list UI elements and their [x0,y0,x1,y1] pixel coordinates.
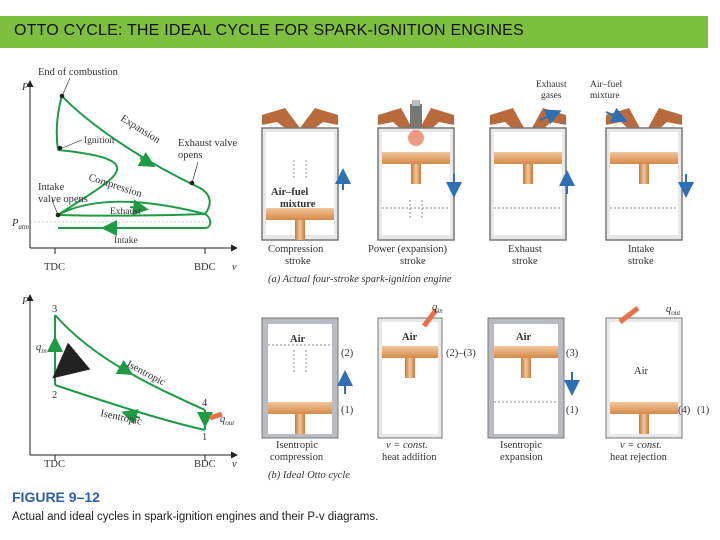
intake-label: Intake [114,236,138,246]
intake-valve-label-1: Intake [38,182,65,193]
q-out-arrow [209,411,223,421]
figure-number: FIGURE 9–12 [12,489,100,505]
ideal-bdc-label: BDC [194,459,216,470]
spark-icon [408,130,424,146]
point-1-label: 1 [202,432,207,443]
cylinder-compression: Air–fuel mixture [261,108,351,241]
svg-text:Exhaust: Exhaust [536,80,567,90]
p-axis-label: P [21,82,29,93]
title-bar [0,16,708,48]
svg-text:(1): (1) [566,405,579,416]
process-label-4a: v = const. [620,440,662,451]
cylinder-exhaust: Exhaust gases [489,80,575,241]
svg-text:mixture: mixture [590,91,620,101]
svg-text:Air: Air [516,332,532,343]
v-axis-label: v [232,262,237,273]
expansion-label: Expansion [118,113,162,146]
point-4-label: 4 [202,398,208,409]
actual-cycle-curve [55,94,211,217]
cylinder-isentropic-compression: Air (2) (1) [261,317,354,439]
stroke-label-exhaust-2: stroke [512,256,538,267]
figure-caption: Actual and ideal cycles in spark-ignitio… [12,511,378,523]
ideal-q-in-label: qin [36,342,47,355]
stroke-label-exhaust-1: Exhaust [508,244,542,255]
stroke-label-power-2: stroke [400,256,426,267]
svg-text:(1): (1) [341,405,354,416]
svg-text:(2): (2) [341,348,354,359]
stroke-label-compression-1: Compression [268,244,324,255]
ideal-engine-cylinders: Air (2) (1) Air qin (2)–(3) Air (3) (1) [261,302,710,481]
point-2-label: 2 [52,390,57,401]
stroke-label-power-1: Power (expansion) [368,244,448,255]
cylinder-power [377,100,462,241]
ideal-q-out-arrow [618,306,640,324]
actual-pv-diagram: P v TDC BDC Patm End of combustion Expan… [11,67,238,273]
ideal-engine-q-out: qout [666,304,681,317]
cylinder-heat-rejection: Air qout (4) (1) [605,304,710,439]
page-title: OTTO CYCLE: THE IDEAL CYCLE FOR SPARK-IG… [14,22,524,39]
svg-text:gases: gases [541,91,562,101]
point-3-label: 3 [52,304,57,315]
svg-text:(3): (3) [566,348,579,359]
process-label-2a: v = const. [386,440,428,451]
process-label-3b: expansion [500,452,543,463]
process-label-3a: Isentropic [500,440,542,451]
svg-text:Air: Air [290,334,306,345]
patm-label: Patm [11,218,29,231]
bdc-label: BDC [194,262,216,273]
svg-text:Air: Air [402,332,418,343]
exhaust-label: Exhaust [110,207,141,217]
svg-text:(4): (4) [678,405,691,416]
process-label-4b: heat rejection [610,452,668,463]
ideal-engine-q-in: qin [432,302,443,315]
process-label-1b: compression [270,452,324,463]
cylinder-heat-addition: Air qin (2)–(3) [377,302,476,439]
stroke-label-intake-1: Intake [628,244,655,255]
ideal-tdc-label: TDC [44,459,65,470]
svg-text:mixture: mixture [280,199,316,210]
ideal-q-in-arrow [422,308,438,328]
compression-label: Compression [87,172,144,200]
ideal-q-out-label: qout [220,414,235,427]
caption-ideal: (b) Ideal Otto cycle [268,470,350,481]
q-in-arrow [52,342,91,379]
ideal-pv-diagram: P v TDC BDC 3 2 4 1 qin qout Isentropic … [21,294,238,470]
svg-text:Air–fuel: Air–fuel [271,187,308,198]
intake-valve-label-2: valve opens [38,194,88,205]
cylinder-isentropic-expansion: Air (3) (1) [487,317,580,439]
stroke-label-compression-2: stroke [285,256,311,267]
svg-text:Air: Air [634,366,649,377]
cylinder-intake: Air–fuel mixture [590,79,694,241]
exhaust-valve-label-2: opens [178,150,203,161]
ignition-label: Ignition [84,136,114,146]
process-label-2b: heat addition [382,452,437,463]
ideal-v-axis-label: v [232,459,237,470]
exhaust-valve-label-1: Exhaust valve [178,138,238,149]
actual-engine-cylinders: Air–fuel mixture [261,79,694,285]
caption-actual: (a) Actual four-stroke spark-ignition en… [268,274,452,285]
end-of-combustion-label: End of combustion [38,67,119,78]
process-label-1a: Isentropic [276,440,318,451]
ideal-p-axis-label: P [21,296,29,307]
tdc-label: TDC [44,262,65,273]
svg-text:(1): (1) [697,405,710,416]
stroke-label-intake-2: stroke [628,256,654,267]
svg-text:(2)–(3): (2)–(3) [446,348,476,359]
svg-text:Air–fuel: Air–fuel [590,79,623,90]
